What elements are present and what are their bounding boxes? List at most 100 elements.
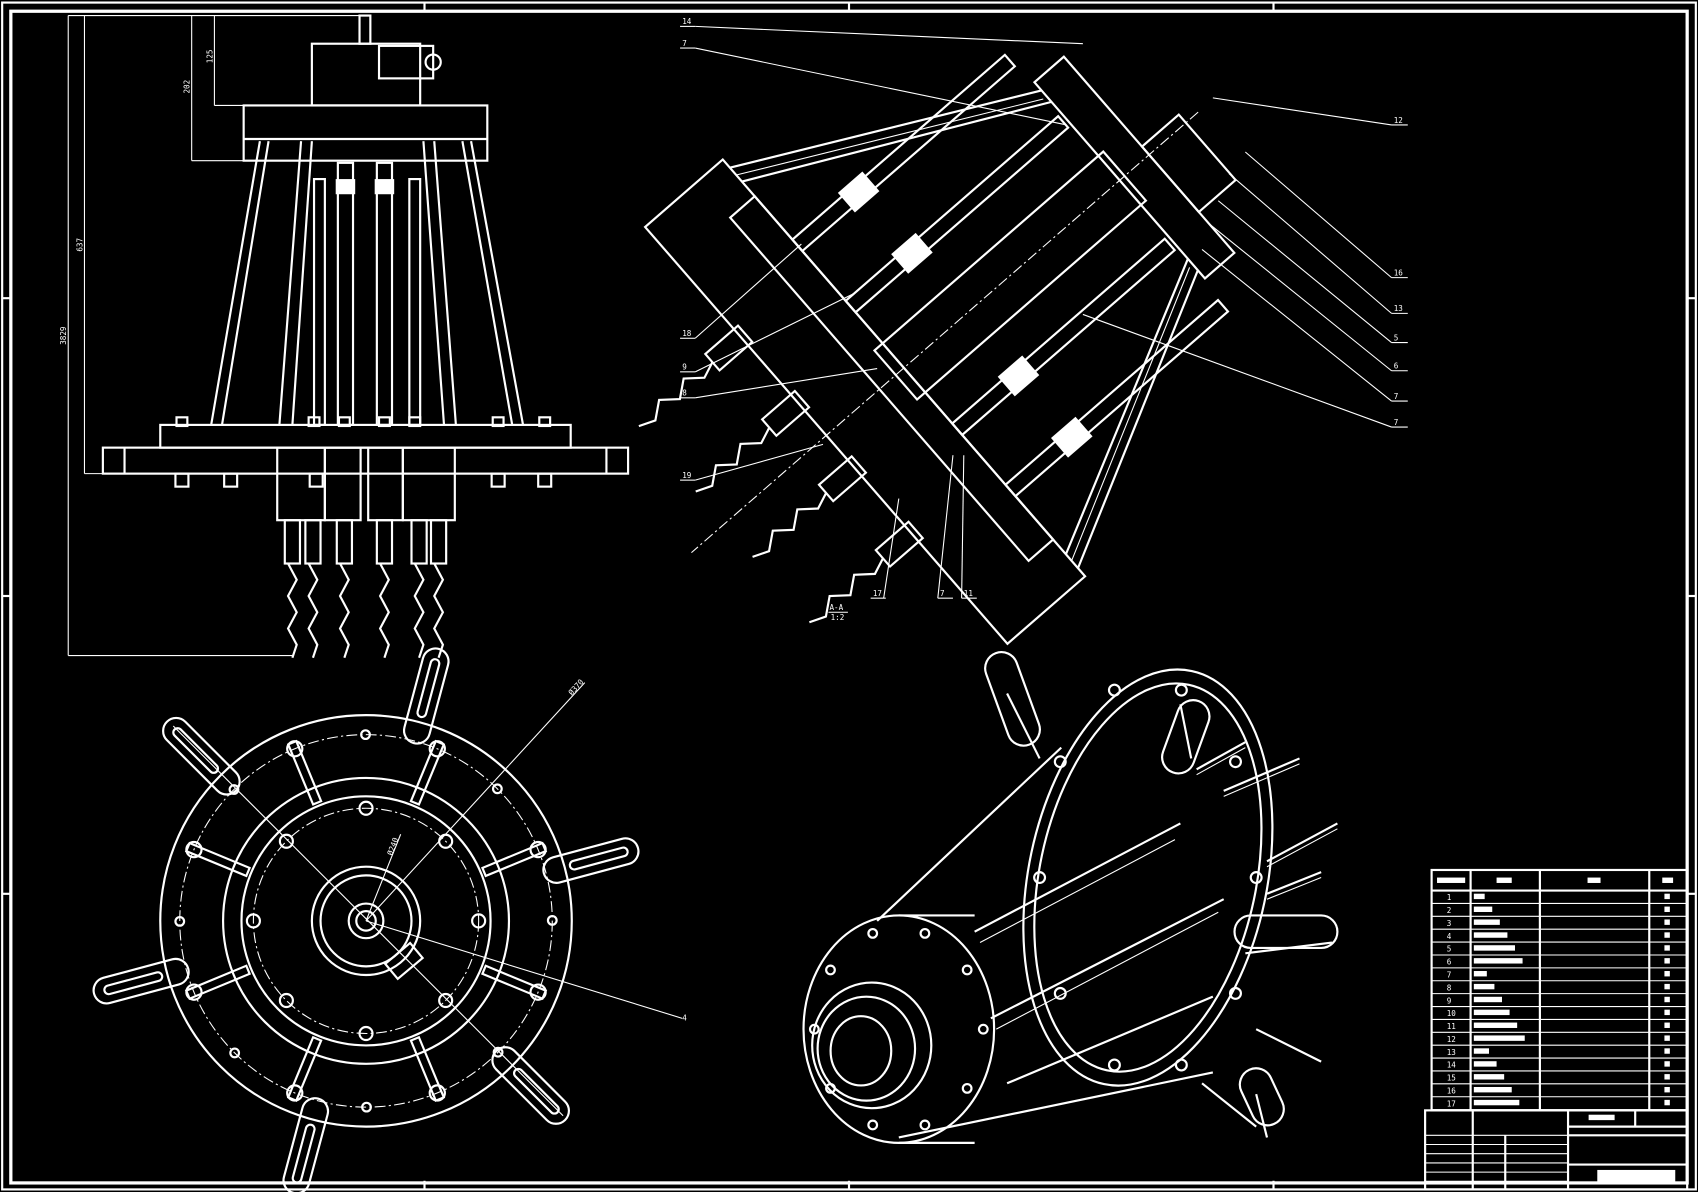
iso-arm-bar <box>1161 699 1211 775</box>
bom-item-number: 5 <box>1447 945 1452 954</box>
iso-bolt <box>1107 683 1121 697</box>
cone-shell <box>210 140 525 426</box>
bom-item-name <box>1473 971 1487 977</box>
small-hole <box>360 729 371 741</box>
drill-bit <box>286 563 298 659</box>
callout-label: 7 <box>682 39 687 48</box>
bom-item-number: 1 <box>1447 893 1452 902</box>
dim-outer-diameter: Ø370 <box>567 677 586 697</box>
bom-item-qty <box>1664 906 1670 912</box>
leader <box>695 443 824 481</box>
bom-item-name <box>1473 906 1493 912</box>
bom-item-name <box>1473 1009 1510 1016</box>
bolt <box>223 472 239 488</box>
front-view: 3829 637 202 125 <box>59 14 630 659</box>
iso-drill-bit <box>1266 877 1322 900</box>
bom-item-name <box>1473 1048 1489 1054</box>
arm-slot <box>416 658 441 719</box>
bom-item-name <box>1473 1061 1497 1067</box>
section-scale: 1:2 <box>831 613 845 622</box>
bom-item-qty <box>1664 1035 1670 1041</box>
iso-bolt <box>1228 755 1242 769</box>
radial-arm <box>282 1097 330 1192</box>
section-bearing <box>891 232 933 274</box>
leader <box>695 47 1067 126</box>
bom-item-name <box>1473 1022 1518 1028</box>
leader <box>883 498 900 599</box>
hex-bolt <box>286 1084 304 1102</box>
bom-item-qty <box>1664 1022 1670 1028</box>
callout-label: 18 <box>682 329 692 338</box>
bom-item-number: 9 <box>1447 996 1452 1005</box>
bom-item-number: 12 <box>1447 1035 1456 1044</box>
drill-bit <box>307 563 319 659</box>
bom-item-number: 2 <box>1447 906 1452 915</box>
hole <box>278 833 294 849</box>
drawing-title <box>1597 1169 1676 1183</box>
small-hole <box>174 915 186 927</box>
bom-item-name <box>1473 958 1523 964</box>
bom-item-name <box>1473 919 1500 925</box>
iso-bolt <box>808 1023 820 1035</box>
bom-item-number: 4 <box>1447 932 1452 941</box>
drill-bit <box>433 563 445 659</box>
bom-item-number: 6 <box>1447 958 1452 967</box>
bom-item-number: 10 <box>1447 1009 1457 1018</box>
leader <box>1244 151 1392 279</box>
iso-bolt <box>1053 755 1067 769</box>
spindle-rod <box>336 161 355 426</box>
title-block <box>1424 1109 1689 1191</box>
nut <box>377 416 391 428</box>
bom-item-qty <box>1664 1074 1670 1080</box>
dim-overall-height: 3829 <box>59 326 68 345</box>
top-view: Ø370 Ø240 4 <box>92 647 687 1192</box>
iso-bolt <box>825 1082 836 1094</box>
callout-label: 5 <box>1394 333 1399 342</box>
iso-bolt <box>1033 871 1047 885</box>
drill-bit <box>338 563 350 659</box>
nut <box>307 416 321 428</box>
isometric-view <box>802 651 1339 1144</box>
bom-item-name <box>1473 945 1515 951</box>
drill-bit <box>413 563 425 659</box>
bom-item-number: 13 <box>1447 1048 1456 1057</box>
motor-housing <box>310 42 422 107</box>
bom-item-qty <box>1664 1086 1670 1093</box>
iso-drill-bit <box>1223 763 1300 797</box>
callout-label: 17 <box>873 589 882 598</box>
radial-arm <box>542 837 640 884</box>
arm-slot <box>103 971 164 996</box>
bom-item-qty <box>1664 983 1670 990</box>
iso-arm-bar <box>1238 1067 1285 1127</box>
hole <box>471 913 487 929</box>
spoke <box>409 739 446 806</box>
iso-drill-bit <box>1196 747 1246 776</box>
motor-coupling <box>377 44 435 80</box>
section-bearing <box>997 355 1040 397</box>
spoke <box>481 964 548 1001</box>
chuck <box>410 519 428 565</box>
bom-item-number: 15 <box>1447 1074 1456 1083</box>
motor-shaft <box>358 14 372 45</box>
iso-drill-bit <box>1266 822 1338 863</box>
dim-637: 637 <box>75 238 84 252</box>
chuck <box>429 519 448 565</box>
dim-inner-diameter: Ø240 <box>385 836 400 857</box>
iso-bolt <box>961 964 973 976</box>
section-flange <box>643 157 1087 646</box>
dim-125: 125 <box>205 50 214 64</box>
radial-arm <box>402 647 450 745</box>
hex-bolt <box>529 840 547 859</box>
bom-item-qty <box>1664 1061 1670 1067</box>
dim-202: 202 <box>183 80 192 94</box>
iso-bolt <box>825 964 836 976</box>
bom-item-qty <box>1664 945 1670 951</box>
bom-item-qty <box>1664 893 1670 900</box>
section-drill-bit <box>809 557 884 624</box>
nut <box>538 416 552 428</box>
bom-item-number: 3 <box>1447 919 1452 928</box>
small-hole <box>229 1047 241 1059</box>
